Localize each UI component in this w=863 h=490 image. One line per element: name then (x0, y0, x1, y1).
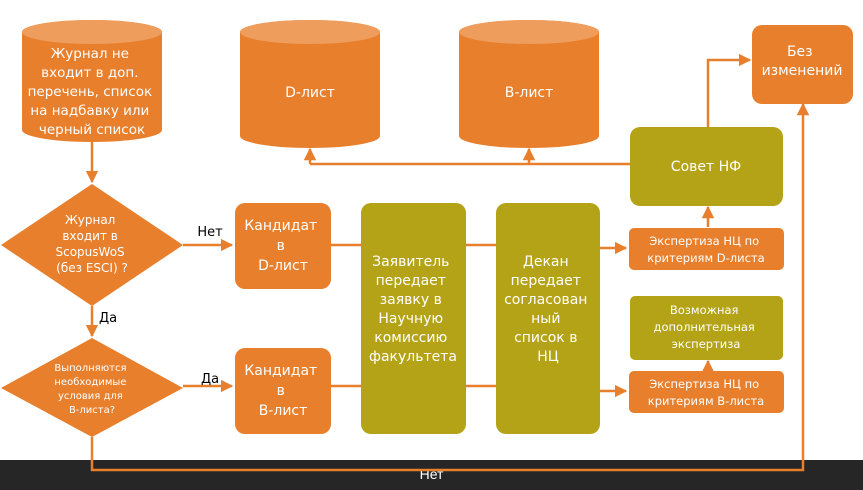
exp-add-box: Возможная дополнительная экспертиза (630, 296, 783, 360)
dean-text: Декан передает согласован ный список в Н… (504, 254, 592, 365)
applicant-box: Заявитель передает заявку в Научную коми… (361, 203, 466, 434)
journal-cylinder: Журнал не входит в доп. перечень, список… (22, 20, 162, 142)
bottom-bar: Нет (0, 460, 863, 490)
applicant-text: Заявитель передает заявку в Научную коми… (369, 254, 457, 365)
no-change-text: Без изменений (762, 44, 843, 79)
journal-text: Журнал не входит в доп. перечень, список… (28, 46, 157, 138)
cand-d-box: Кандидат в D-лист (235, 203, 331, 289)
sovet-box: Совет НФ (630, 127, 783, 206)
decision2-diamond: Выполняются необходимые условия для B-ли… (1, 338, 183, 437)
sovet-text: Совет НФ (671, 159, 741, 175)
decision2-text: Выполняются необходимые условия для B-ли… (54, 363, 129, 416)
cand-d-text: Кандидат в D-лист (244, 218, 321, 274)
no-change-box: Без изменений (752, 25, 853, 104)
exp-b-box: Экспертиза НЦ по критериям B-листа (629, 371, 784, 413)
d-list-label: D-лист (285, 85, 335, 101)
decision1-text: Журнал входит в ScopusWoS (без ESCI) ? (56, 213, 129, 275)
exp-d-text: Экспертиза НЦ по критериям D-листа (647, 234, 764, 265)
label-no-1: Нет (197, 225, 223, 240)
decision1-diamond: Журнал входит в ScopusWoS (без ESCI) ? (1, 184, 183, 306)
arrow-sovet-to-no-change (706, 53, 752, 127)
label-no-bottom: Нет (419, 466, 444, 482)
exp-d-box: Экспертиза НЦ по критериям D-листа (629, 228, 784, 270)
cand-b-text: Кандидат в B-лист (244, 363, 321, 419)
label-yes-1: Да (99, 311, 117, 326)
d-list-cylinder: D-лист (240, 20, 380, 148)
dean-box: Декан передает согласован ный список в Н… (496, 203, 600, 434)
flowchart-diagram: Журнал не входит в доп. перечень, список… (1, 20, 853, 472)
cand-b-box: Кандидат в B-лист (235, 348, 331, 434)
exp-b-text: Экспертиза НЦ по критериям B-листа (648, 377, 764, 408)
flowchart-canvas: Журнал не входит в доп. перечень, список… (0, 0, 863, 472)
label-yes-2: Да (201, 372, 219, 387)
b-list-cylinder: B-лист (459, 20, 599, 148)
b-list-label: B-лист (505, 85, 554, 101)
exp-add-text: Возможная дополнительная экспертиза (654, 303, 759, 351)
